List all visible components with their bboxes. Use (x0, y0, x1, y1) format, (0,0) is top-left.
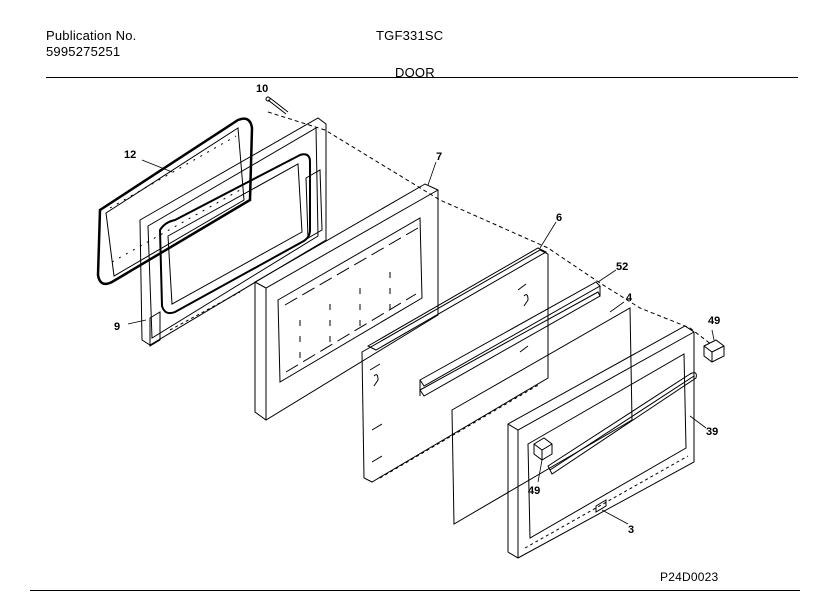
callout-12: 12 (124, 149, 136, 161)
leader-lines (127, 159, 715, 525)
part-4-glass (451, 307, 633, 525)
part-7-insulation (254, 183, 439, 421)
part-10-screw (265, 96, 289, 115)
publication-number: 5995275251 (46, 44, 121, 59)
callout-9: 9 (114, 321, 120, 333)
section-title: DOOR (395, 65, 435, 80)
callout-4: 4 (626, 292, 633, 304)
part-3-door-frame (507, 325, 695, 559)
diagram-code: P24D0023 (660, 570, 719, 584)
footer-rule (30, 590, 800, 591)
callout-49-right: 49 (708, 315, 720, 327)
part-12-gasket (96, 117, 254, 286)
assembly-centerline (267, 111, 713, 346)
callout-52: 52 (616, 261, 628, 273)
part-9-inner-door (139, 117, 327, 347)
model-number: TGF331SC (376, 28, 444, 43)
callout-49-left: 49 (528, 485, 540, 497)
part-49-clip-right (703, 339, 725, 363)
header-rule (46, 77, 798, 78)
callout-3: 3 (628, 524, 634, 536)
publication-label: Publication No. (46, 28, 137, 43)
callout-10: 10 (256, 83, 268, 95)
part-49-clip-left (533, 437, 553, 461)
callout-7: 7 (436, 151, 442, 163)
part-6-door-panel (361, 247, 549, 483)
callout-39: 39 (706, 426, 718, 438)
callouts: 10 12 9 7 6 52 4 49 39 49 3 (114, 83, 720, 536)
callout-6: 6 (556, 212, 562, 224)
part-52-channel (419, 281, 601, 397)
part-39-handle (547, 372, 697, 475)
